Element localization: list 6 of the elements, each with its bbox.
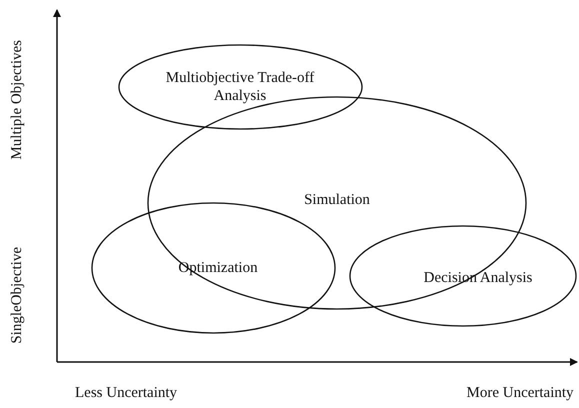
ellipse-label: Simulation	[303, 191, 371, 209]
axis-label: Multiple Objectives	[8, 40, 26, 160]
axis-label: SingleObjective	[8, 246, 26, 344]
ellipse-label: Multiobjective Trade-off Analysis	[164, 69, 316, 105]
axis-label: More Uncertainty	[466, 384, 574, 402]
axis-label: Less Uncertainty	[75, 384, 178, 402]
